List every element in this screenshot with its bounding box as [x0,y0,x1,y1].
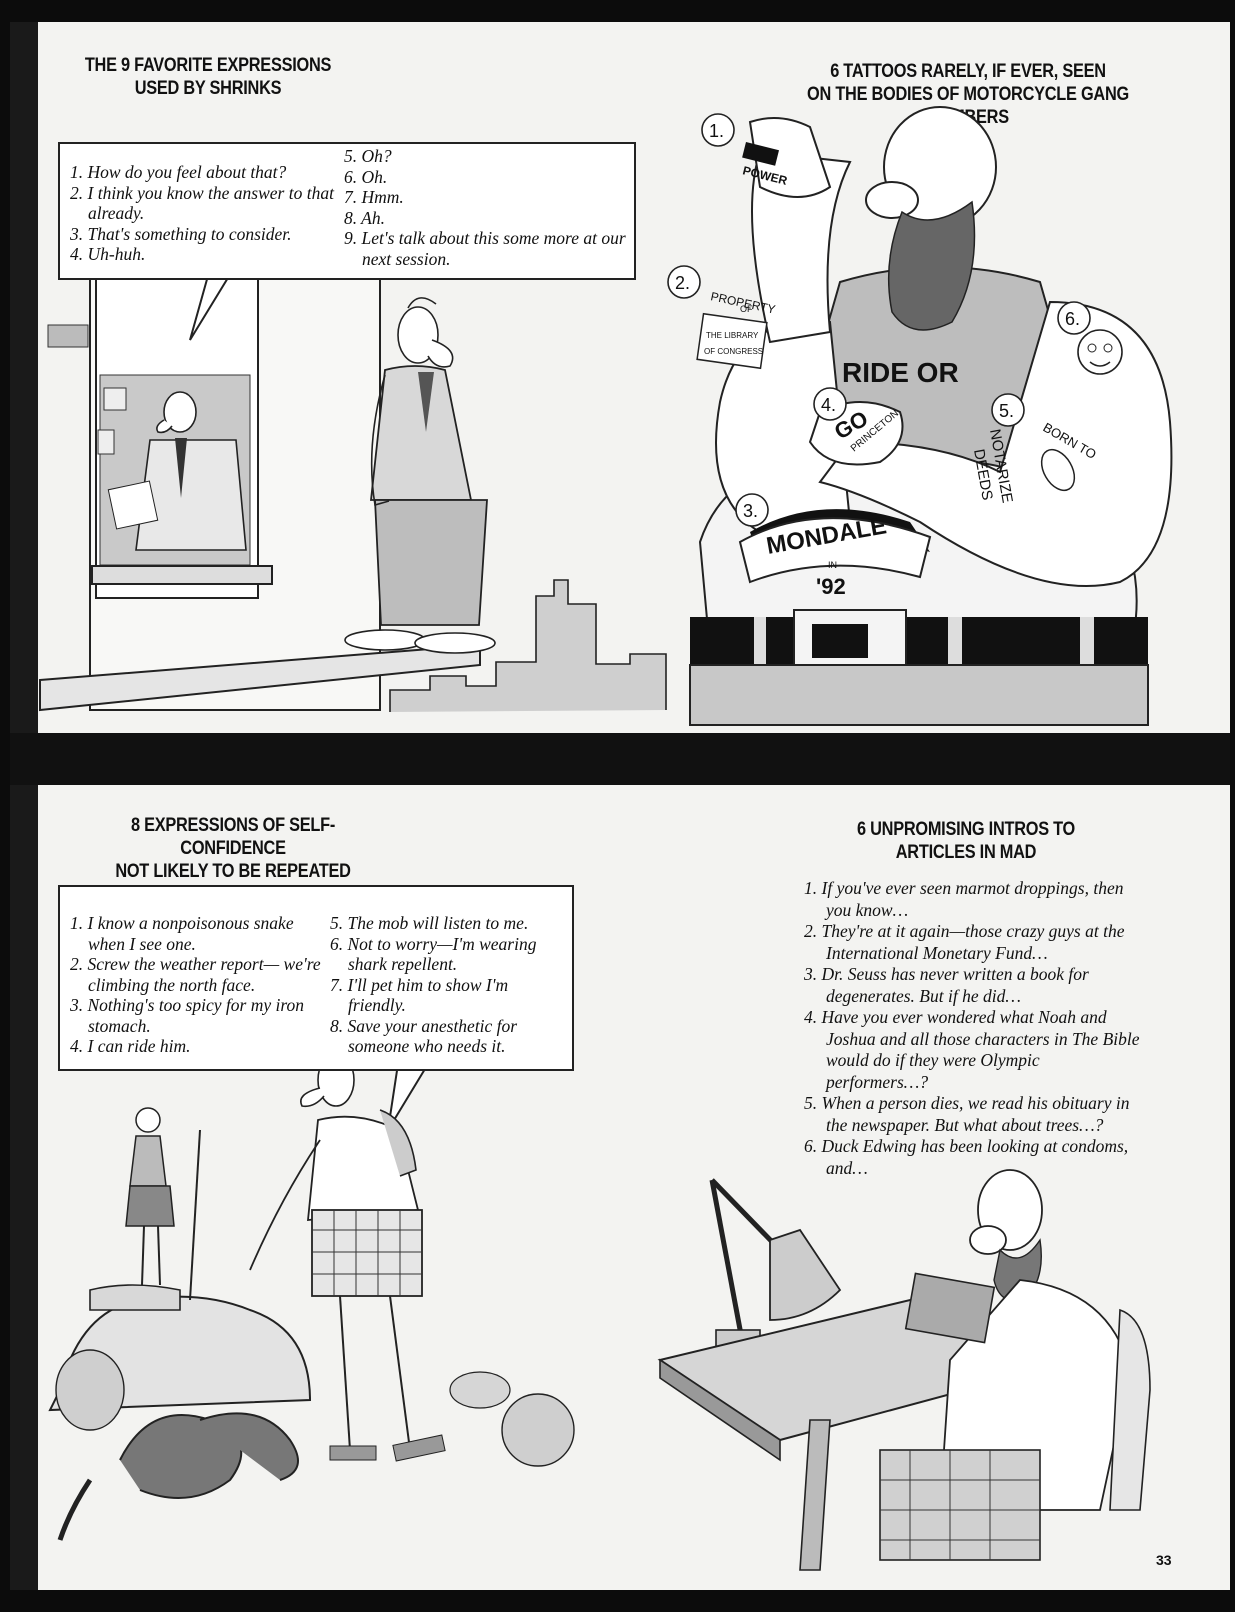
tattoo-of-label: OF [740,304,753,314]
heading-line: THE 9 FAVORITE EXPRESSIONS [84,55,332,76]
shrinks-list-right: 5. Oh? 6. Oh. 7. Hmm. 8. Ah. 9. Let's ta… [344,146,626,269]
marker-1: 1. [701,113,735,147]
shirt-lettering: RIDE OR [842,357,959,388]
list-item: 7. Hmm. [344,187,404,207]
marker-label: 4. [821,395,836,415]
marker-4: 4. [813,387,847,421]
marker-label: 2. [675,273,690,293]
intros-list: 1. If you've ever seen marmot droppings,… [804,878,1144,1179]
shrink-scene-illustration [39,239,667,712]
list-item: 3. Dr. Seuss has never written a book fo… [804,964,1089,1006]
marker-label: 3. [743,501,758,521]
heading-line: 6 UNPROMISING INTROS TO [856,819,1076,840]
shrinks-list-left: 1. How do you feel about that? 2. I thin… [70,162,342,265]
hiker-snake-illustration [48,1053,575,1541]
confidence-speech-bubble: 1. I know a nonpoisonous snake when I se… [58,885,574,1071]
page-number: 33 [1156,1552,1172,1568]
biker-illustration: POWER PROPERTY OF THE LIBRARY OF CONGRES… [667,106,1173,726]
cartoonist-desk-illustration [657,1169,1151,1571]
tattoo-in-label: IN [828,560,837,570]
list-item: 2. Screw the weather report— we're climb… [70,954,321,995]
list-item: 6. Duck Edwing has been looking at condo… [804,1136,1129,1178]
intros-heading: 6 UNPROMISING INTROS TO ARTICLES IN MAD [846,818,1087,864]
list-item: 3. Nothing's too spicy for my iron stoma… [70,995,304,1036]
list-item: 1. How do you feel about that? [70,162,287,182]
list-item: 5. When a person dies, we read his obitu… [804,1093,1130,1135]
tattoo-library-label: THE LIBRARY [706,331,759,340]
list-item: 5. The mob will listen to me. [330,913,529,933]
marker-5: 5. [991,393,1025,427]
list-item: 2. They're at it again—those crazy guys … [804,921,1125,963]
marker-label: 6. [1065,309,1080,329]
confidence-heading: 8 EXPRESSIONS OF SELF-CONFIDENCE NOT LIK… [91,814,375,883]
tattoo-year-label: '92 [816,574,846,599]
list-item: 4. Uh-huh. [70,244,146,264]
heading-line: ARTICLES IN MAD [895,842,1037,863]
heading-line: NOT LIKELY TO BE REPEATED [115,861,351,882]
heading-line: USED BY SHRINKS [134,78,282,99]
list-item: 6. Not to worry—I'm wearing shark repell… [330,933,537,975]
marker-label: 1. [709,121,724,141]
shrinks-heading: THE 9 FAVORITE EXPRESSIONS USED BY SHRIN… [79,54,337,100]
list-item: 8. Save your anesthetic for someone who … [330,1015,518,1057]
page-gutter [10,22,38,1590]
list-item: 4. I can ride him. [70,1036,191,1056]
marker-3: 3. [735,493,769,527]
confidence-list-right: 5. The mob will listen to me. 6. Not to … [330,913,566,1057]
list-item: 6. Oh. [344,166,388,187]
list-item: 7. I'll pet him to show I'm friendly. [330,974,509,1016]
confidence-list-left: 1. I know a nonpoisonous snake when I se… [70,913,334,1057]
heading-line: 6 TATTOOS RARELY, IF EVER, SEEN [830,61,1106,82]
list-item: 9. Let's talk about this some more at ou… [344,228,626,269]
marker-6: 6. [1057,301,1091,335]
marker-label: 5. [999,401,1014,421]
panel-divider-band [10,733,1230,785]
tattoo-congress-label: OF CONGRESS [704,347,763,356]
list-item: 4. Have you ever wondered what Noah and … [804,1007,1140,1092]
list-item: 1. I know a nonpoisonous snake when I se… [70,913,294,954]
list-item: 5. Oh? [344,146,392,166]
list-item: 3. That's something to consider. [70,223,292,244]
list-item: 1. If you've ever seen marmot droppings,… [804,878,1124,920]
list-item: 2. I think you know the answer to that a… [70,182,334,224]
shrinks-speech-bubble: 1. How do you feel about that? 2. I thin… [58,142,636,280]
marker-2: 2. [667,265,701,299]
heading-line: 8 EXPRESSIONS OF SELF-CONFIDENCE [130,815,336,859]
list-item: 8. Ah. [344,207,385,228]
